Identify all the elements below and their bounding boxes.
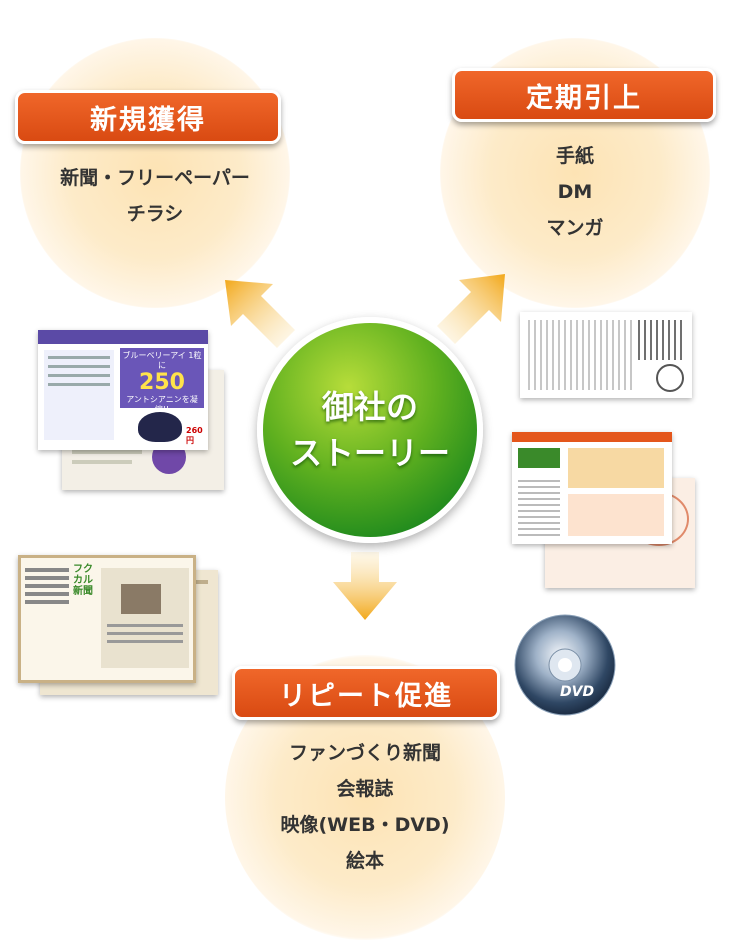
retain-item: 手紙: [555, 145, 594, 167]
repeat-item: 会報誌: [336, 778, 394, 800]
repeat-stage-items: ファンづくり新聞 会報誌 映像(WEB・DVD) 絵本: [225, 735, 505, 879]
acquire-stage-items: 新聞・フリーペーパー チラシ: [20, 160, 290, 232]
arrow-up-left-icon: [225, 280, 295, 348]
repeat-item: 絵本: [345, 850, 384, 872]
newsletter-title: フクカル新聞: [73, 564, 93, 597]
flyer-big-number: 250: [139, 370, 185, 395]
flyer-thumbnail: ブルーベリーアイ 1粒に 250 アントシアニンを凝縮!! 260円: [38, 330, 208, 450]
acquire-item: チラシ: [126, 203, 184, 225]
retain-stage-title: 定期引上: [452, 68, 716, 122]
flyer-price: 260円: [186, 426, 203, 445]
repeat-item: 映像(WEB・DVD): [280, 814, 450, 836]
center-story-circle: 御社の ストーリー: [257, 317, 483, 543]
arrow-down-icon: [333, 552, 397, 620]
acquire-stage-title: 新規獲得: [15, 90, 281, 144]
newsletter-thumbnail: フクカル新聞: [18, 555, 196, 683]
letter-thumbnail: [520, 312, 692, 398]
flyer-text2: アントシアニンを凝縮!!: [126, 395, 198, 414]
acquire-glow: [20, 38, 290, 308]
arrow-up-right-icon: [437, 274, 505, 344]
flyer-text1: ブルーベリーアイ 1粒に: [122, 351, 202, 370]
retain-stage-items: 手紙 DM マンガ: [445, 138, 705, 246]
berry-cluster: [138, 412, 182, 442]
repeat-item: ファンづくり新聞: [288, 742, 441, 764]
acquire-item: 新聞・フリーペーパー: [60, 167, 250, 189]
retain-item: マンガ: [546, 217, 604, 239]
retain-item: DM: [557, 181, 593, 203]
center-line2: ストーリー: [289, 434, 450, 472]
dvd-label: DVD: [560, 684, 595, 700]
center-line1: 御社の: [321, 388, 418, 426]
repeat-stage-title: リピート促進: [232, 666, 500, 720]
dm-thumbnail: [512, 432, 672, 544]
dvd-disc-icon: [514, 614, 616, 716]
